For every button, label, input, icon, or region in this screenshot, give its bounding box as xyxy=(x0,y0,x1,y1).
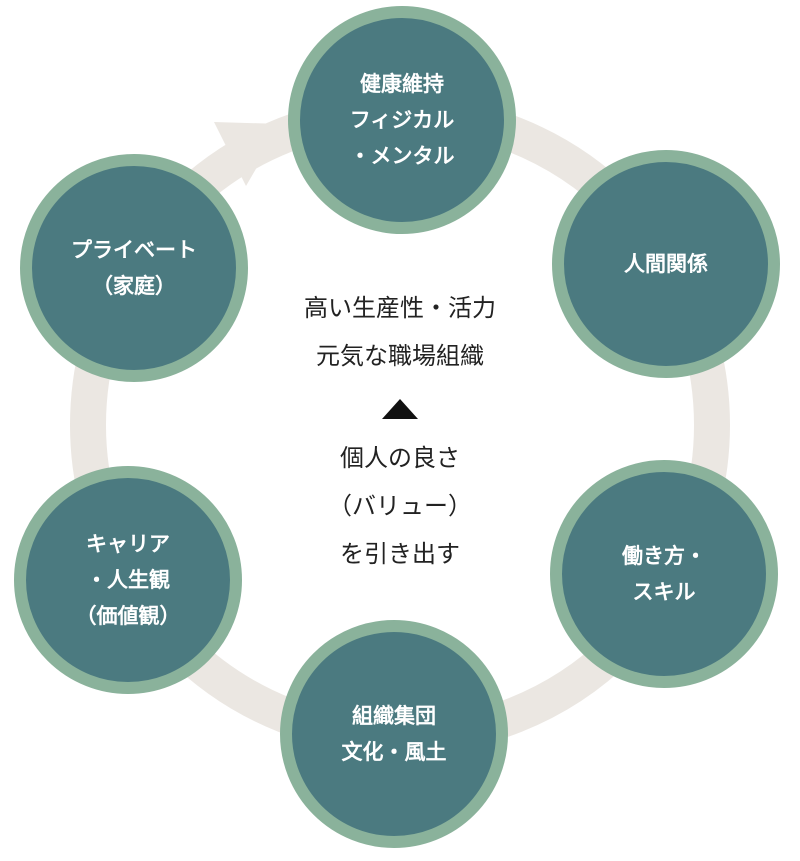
center-driver-line-2: （バリュー） xyxy=(328,492,472,520)
center-outcome-line-2: 元気な職場組織 xyxy=(316,342,484,370)
node-health: 健康維持 フィジカル ・メンタル xyxy=(288,6,516,234)
node-health-line-1: 健康維持 xyxy=(360,71,444,96)
node-work-skill-line-2: スキル xyxy=(632,579,696,604)
node-org-culture-line-1: 組織集団 xyxy=(352,703,436,728)
node-career-line-1: キャリア xyxy=(86,531,170,556)
cycle-arrowhead-icon xyxy=(214,122,282,186)
node-health-line-3: ・メンタル xyxy=(349,143,455,168)
node-org-culture: 組織集団 文化・風土 xyxy=(280,620,508,848)
node-relations-line-1: 人間関係 xyxy=(624,251,708,276)
center-driver: 個人の良さ （バリュー） を引き出す xyxy=(200,434,600,578)
node-org-culture-line-2: 文化・風土 xyxy=(341,739,447,764)
node-career-line-2: ・人生観 xyxy=(86,567,170,592)
center-driver-line-3: を引き出す xyxy=(340,540,460,568)
node-career-line-3: （価値観） xyxy=(75,603,181,628)
up-triangle-icon xyxy=(382,399,418,419)
node-work-skill-line-1: 働き方・ xyxy=(622,543,706,568)
center-driver-line-1: 個人の良さ xyxy=(340,444,460,472)
center-outcome: 高い生産性・活力 元気な職場組織 xyxy=(200,284,600,380)
node-private-line-1: プライベート xyxy=(71,237,197,262)
center-outcome-line-1: 高い生産性・活力 xyxy=(304,294,496,322)
node-private-line-2: （家庭） xyxy=(92,273,176,298)
node-health-line-2: フィジカル xyxy=(349,107,455,132)
